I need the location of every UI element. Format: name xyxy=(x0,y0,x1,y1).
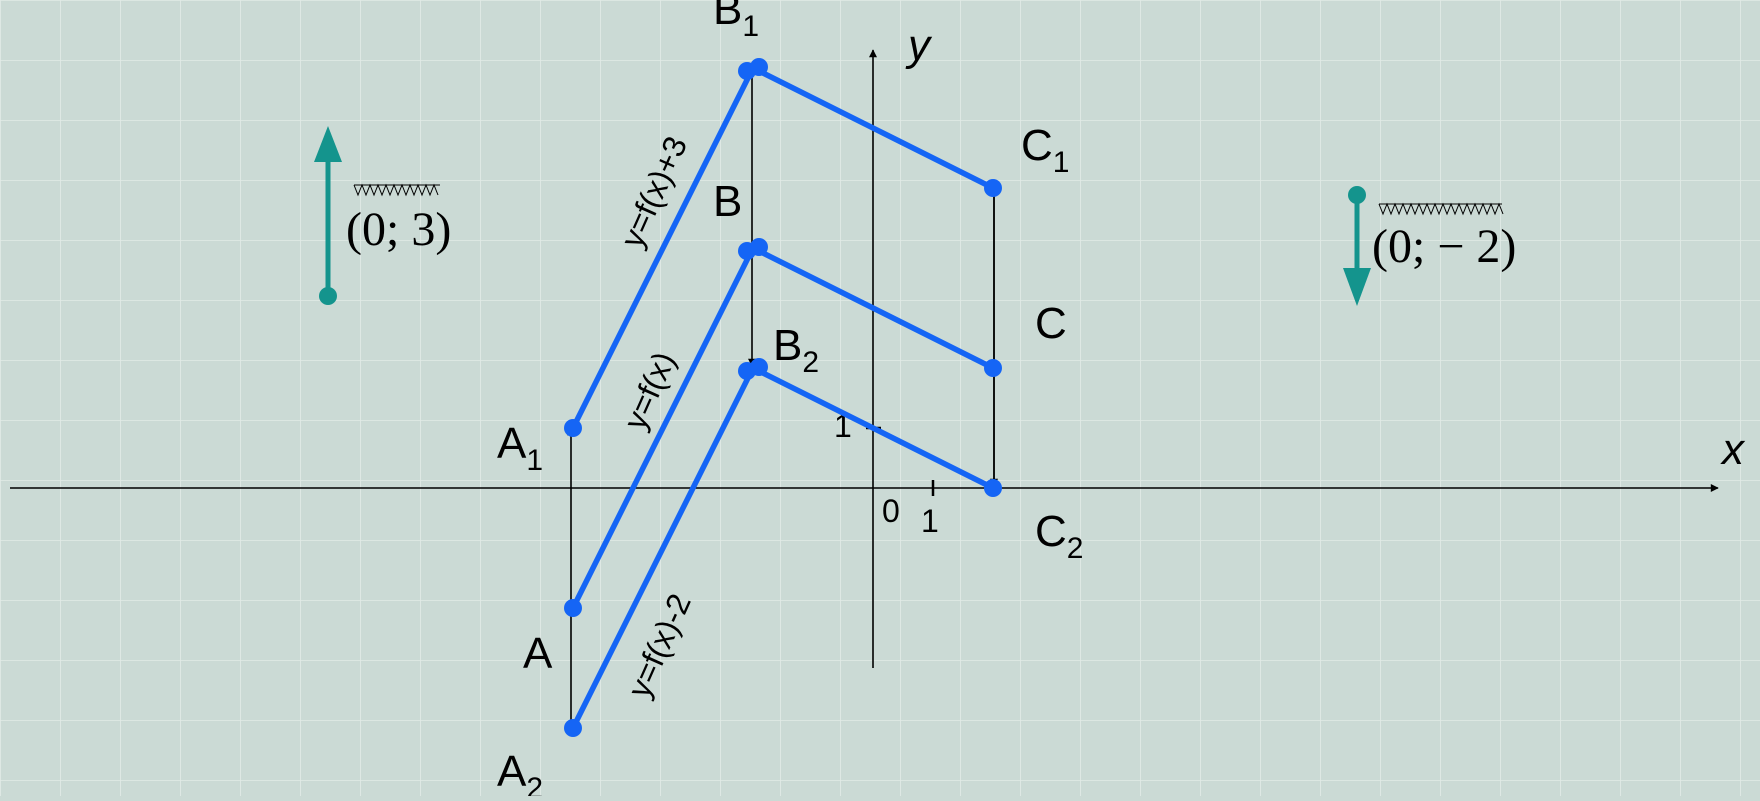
point-label-a: A xyxy=(523,629,553,678)
point-label-b: B xyxy=(713,177,742,226)
curve-point xyxy=(564,419,582,437)
x-axis-label: x xyxy=(1720,425,1746,474)
translation-arrows xyxy=(567,72,998,720)
shift-vector-down: (0; − 2) xyxy=(1343,186,1516,306)
axes: x y 0 1 1 xyxy=(10,21,1746,668)
shift-vector-up: (0; 3) xyxy=(314,126,451,305)
vector-up-tail-dot xyxy=(319,287,337,305)
vector-down-arrowhead-icon xyxy=(1343,268,1371,306)
curve-point xyxy=(984,359,1002,377)
vector-up-overline xyxy=(353,183,440,197)
vertex-point xyxy=(750,58,768,76)
curve-original xyxy=(564,238,1002,617)
x-unit-label: 1 xyxy=(921,503,939,539)
curve-shift-up xyxy=(564,58,1002,437)
vertex-point xyxy=(750,238,768,256)
curve-point xyxy=(564,599,582,617)
curve-shift-down xyxy=(564,358,1002,737)
curve-point xyxy=(564,719,582,737)
graph-curves xyxy=(564,58,1002,737)
origin-label: 0 xyxy=(882,493,900,529)
point-label-c: C xyxy=(1035,299,1067,348)
curve-point xyxy=(984,179,1002,197)
vertex-point xyxy=(750,358,768,376)
vector-up-arrowhead-icon xyxy=(314,126,342,162)
vector-down-coordinates: (0; − 2) xyxy=(1372,220,1516,273)
vector-up-coordinates: (0; 3) xyxy=(346,203,451,256)
curve-point xyxy=(984,479,1002,497)
vector-down-overline xyxy=(1378,202,1504,216)
y-axis-label: y xyxy=(905,21,933,70)
